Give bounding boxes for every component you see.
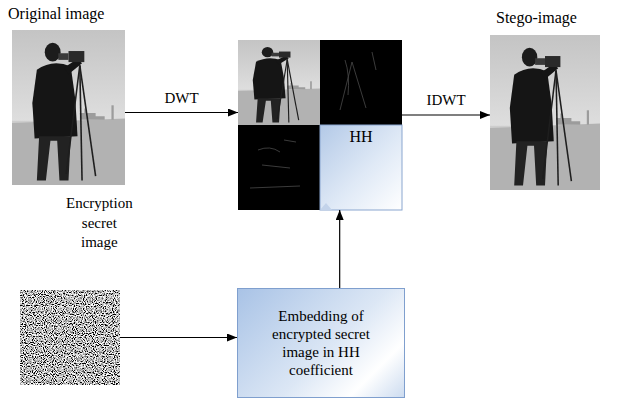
subband-label: HH [320,128,402,146]
image-heading: Original image [8,5,121,23]
hh-corner-curl [320,203,332,210]
image-frame: Encryption secret image [20,290,120,385]
original-photo [12,30,125,185]
hh-subband [320,125,402,210]
process-text: Embedding of encrypted secret image in H… [266,307,376,379]
stego-photo [490,35,600,190]
flow-arrow [339,210,340,288]
image-heading: Encryption secret image [66,194,133,253]
encrypted-noise-image [20,290,120,385]
dwt-subband-grid: HH [238,40,402,210]
hl-subband [320,40,402,125]
flow-arrow [402,114,490,115]
ll-subband [238,40,320,125]
hl-subband-edges [340,52,376,110]
image-heading: Stego-image [496,9,606,27]
edge-label-holder: IDWT [424,91,467,109]
flow-arrow [120,337,237,338]
transform-label: IDWT [424,92,467,108]
edge-label-holder: DWT [162,89,200,107]
lh-subband-edges [250,140,300,188]
process-box: Embedding of encrypted secret image in H… [237,288,405,398]
image-frame: Stego-image [490,35,600,190]
lh-subband [238,125,320,210]
ll-subband-photo [238,40,320,125]
flow-arrow [125,112,238,113]
transform-label: DWT [162,90,200,106]
image-frame: Original image [12,30,125,185]
